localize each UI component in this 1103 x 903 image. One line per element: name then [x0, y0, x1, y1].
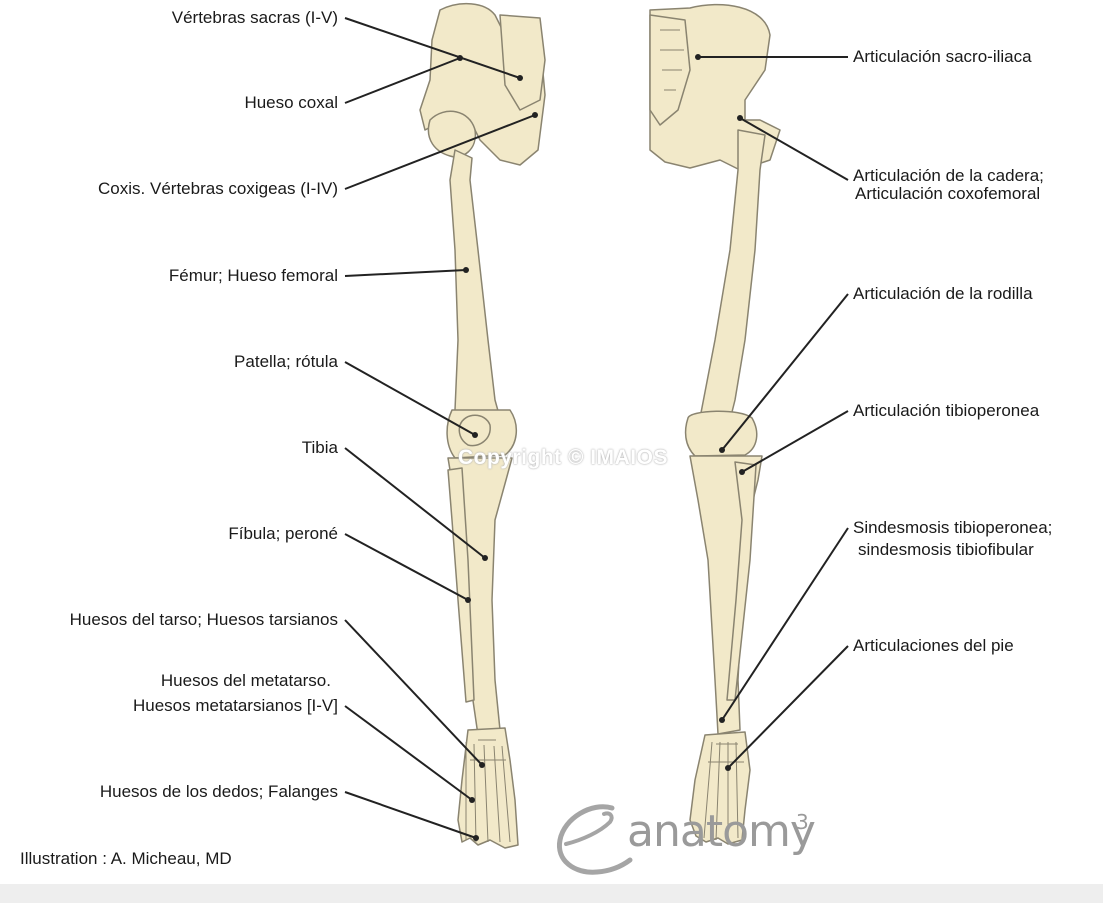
e-logo-icon	[556, 804, 633, 875]
left-femur-head	[427, 110, 477, 158]
left-patella	[458, 414, 491, 447]
label-sacroiliac-joint: Articulación sacro-iliaca	[853, 47, 1032, 66]
label-tibiofibular-joint: Articulación tibioperonea	[853, 401, 1040, 420]
label-tarsal-bones: Huesos del tarso; Huesos tarsianos	[69, 610, 338, 629]
label-femur: Fémur; Hueso femoral	[168, 266, 338, 285]
label-phalanges: Huesos de los dedos; Falanges	[99, 782, 338, 801]
label-patella: Patella; rótula	[234, 352, 338, 371]
label-hip-joint-line1: Articulación de la cadera;	[853, 166, 1044, 185]
copyright-watermark: Copyright © IMAIOS	[458, 446, 668, 469]
label-metatarsal-line2: Huesos metatarsianos [I-V]	[132, 696, 338, 715]
left-sacrum	[499, 14, 546, 111]
label-coccyx: Coxis. Vértebras coxigeas (I-IV)	[98, 179, 338, 198]
e-anatomy-logo: anatomy 3	[552, 800, 822, 880]
logo-text: anatomy	[627, 806, 816, 857]
label-hip-bone: Hueso coxal	[244, 93, 338, 112]
right-femur	[699, 129, 766, 421]
label-tibia: Tibia	[301, 438, 338, 457]
right-fibula	[726, 461, 757, 701]
illustration-credit: Illustration : A. Micheau, MD	[20, 849, 232, 868]
bottom-bar	[0, 884, 1103, 903]
label-sacral-vertebrae: Vértebras sacras (I-V)	[171, 8, 338, 27]
label-fibula: Fíbula; peroné	[228, 524, 338, 543]
right-knee	[684, 410, 758, 457]
label-syndesmosis-line2: sindesmosis tibiofibular	[858, 540, 1034, 559]
label-syndesmosis-line1: Sindesmosis tibioperonea;	[853, 518, 1053, 537]
left-femur	[449, 149, 501, 426]
label-foot-joints: Articulaciones del pie	[853, 636, 1014, 655]
label-knee-joint: Articulación de la rodilla	[853, 284, 1033, 303]
logo-superscript: 3	[796, 810, 809, 834]
label-hip-joint-line2: Articulación coxofemoral	[855, 184, 1041, 203]
label-metatarsal-line1: Huesos del metatarso.	[160, 671, 331, 690]
